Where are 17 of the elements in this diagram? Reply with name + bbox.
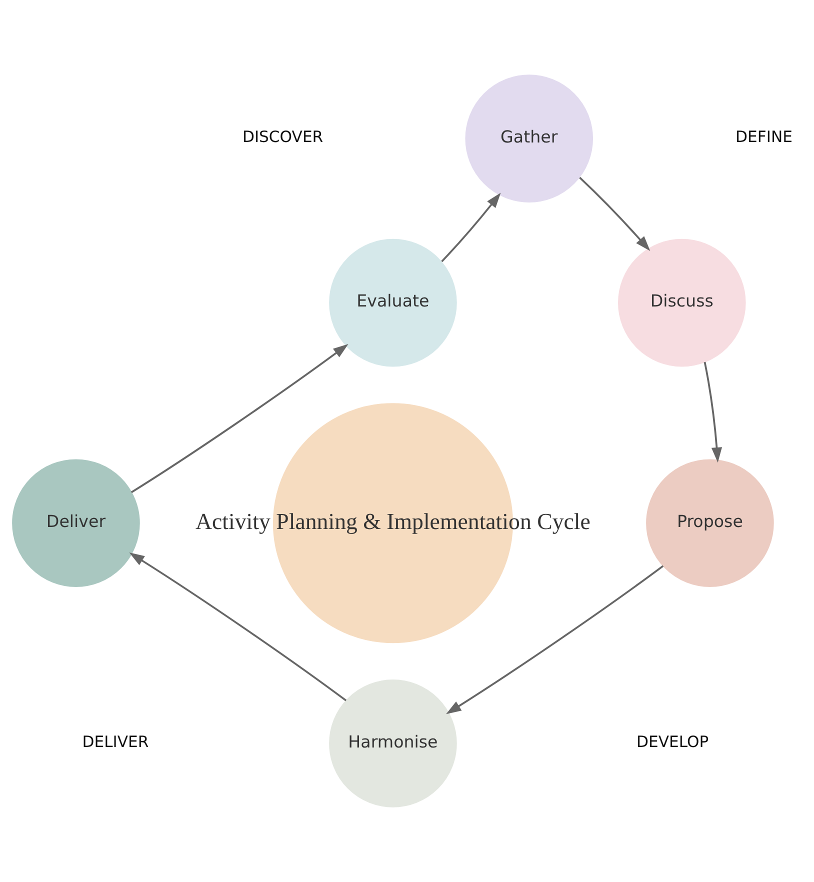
node-label: Activity Planning & Implementation Cycle [196, 508, 590, 534]
node-circle: Evaluate [329, 238, 457, 367]
label: DEVELOP [636, 733, 709, 752]
arrow [129, 552, 347, 702]
label: DISCOVER [242, 128, 324, 146]
arrow [446, 565, 664, 714]
arrow [579, 176, 650, 252]
node-circle: Gather [465, 74, 594, 202]
arrow [704, 362, 722, 463]
node-circle: Discuss [618, 238, 746, 367]
node-circle: Propose [646, 459, 774, 588]
arrow [441, 192, 501, 262]
arrow [130, 344, 348, 494]
label: DELIVER [82, 733, 149, 752]
node-circle: Harmonise [329, 680, 457, 808]
label: DEFINE [736, 128, 792, 146]
node-circle: Deliver [12, 459, 140, 588]
